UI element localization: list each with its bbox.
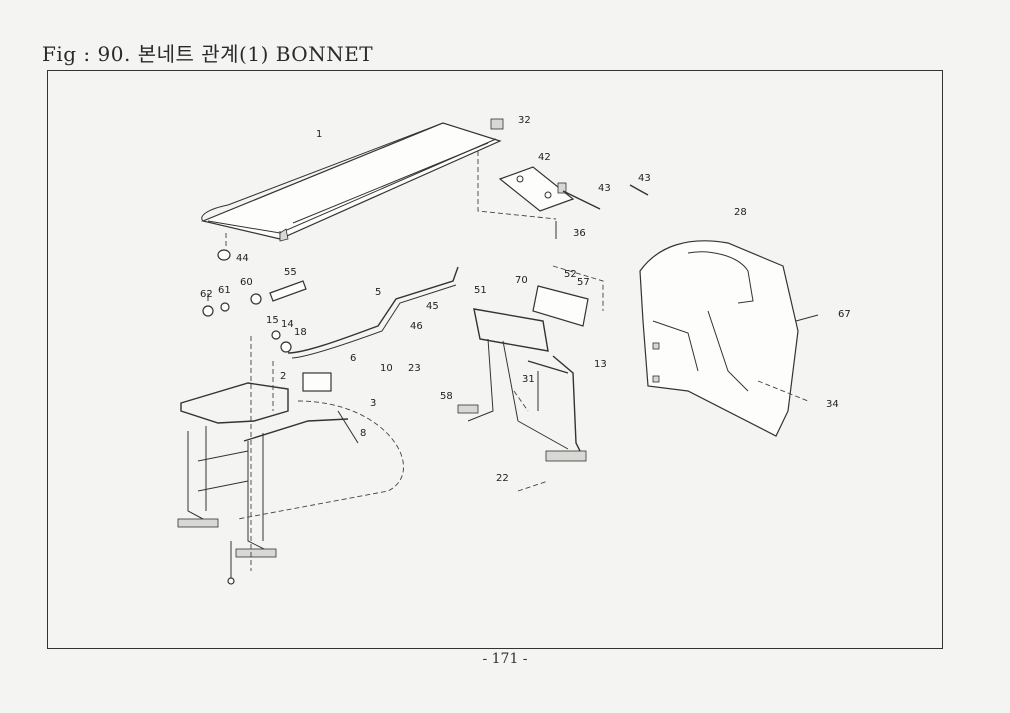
callout-1: 1 [316, 129, 322, 140]
callout-67: 67 [838, 309, 851, 320]
callout-43b: 43 [638, 173, 651, 184]
callout-6: 6 [350, 353, 356, 364]
callout-61: 61 [218, 285, 231, 296]
bonnet-panel [201, 122, 502, 242]
callout-32: 32 [518, 115, 531, 126]
exploded-parts-diagram: 1 32 42 43 43 36 44 62 61 60 55 5 51 45 … [177, 115, 851, 585]
mount-block [302, 372, 332, 392]
callout-60: 60 [240, 277, 253, 288]
callout-62: 62 [200, 289, 213, 300]
lower-frame-assembly [177, 372, 359, 585]
callout-42: 42 [538, 152, 551, 163]
hinge-plate [498, 166, 575, 212]
callout-46: 46 [410, 321, 423, 332]
callout-52: 52 [564, 269, 577, 280]
callout-3: 3 [370, 398, 376, 409]
page-number: - 171 - [482, 651, 528, 667]
diagram-frame: 1 32 42 43 43 36 44 62 61 60 55 5 51 45 … [47, 70, 943, 649]
callout-15: 15 [266, 315, 279, 326]
callout-55: 55 [284, 267, 297, 278]
callout-10: 10 [380, 363, 393, 374]
callout-18: 18 [294, 327, 307, 338]
callout-14: 14 [281, 319, 294, 330]
callout-70: 70 [515, 275, 528, 286]
callout-45: 45 [426, 301, 439, 312]
callout-28: 28 [734, 207, 747, 218]
center-support-frame [457, 308, 587, 462]
callout-13: 13 [594, 359, 607, 370]
hardware-set [202, 280, 307, 317]
support-rod [287, 266, 459, 354]
callout-22: 22 [496, 473, 509, 484]
callout-58: 58 [440, 391, 453, 402]
callout-23: 23 [408, 363, 421, 374]
pin-part [629, 184, 649, 196]
callout-34: 34 [826, 399, 839, 410]
callout-labels: 1 32 42 43 43 36 44 62 61 60 55 5 51 45 … [200, 115, 851, 484]
callout-51: 51 [474, 285, 487, 296]
callout-31: 31 [522, 374, 535, 385]
callout-8: 8 [360, 428, 366, 439]
callout-36: 36 [573, 228, 586, 239]
callout-2: 2 [280, 371, 286, 382]
hinge-bracket-plate [532, 285, 589, 327]
rubber-stopper [217, 249, 231, 261]
figure-title: Fig : 90. 본네트 관계(1) BONNET [42, 42, 374, 66]
callout-44: 44 [236, 253, 249, 264]
pin-part [562, 190, 601, 210]
pin-part [490, 118, 504, 130]
callout-5: 5 [375, 287, 381, 298]
side-cover-panel [639, 240, 799, 437]
callout-43a: 43 [598, 183, 611, 194]
callout-57: 57 [577, 277, 590, 288]
